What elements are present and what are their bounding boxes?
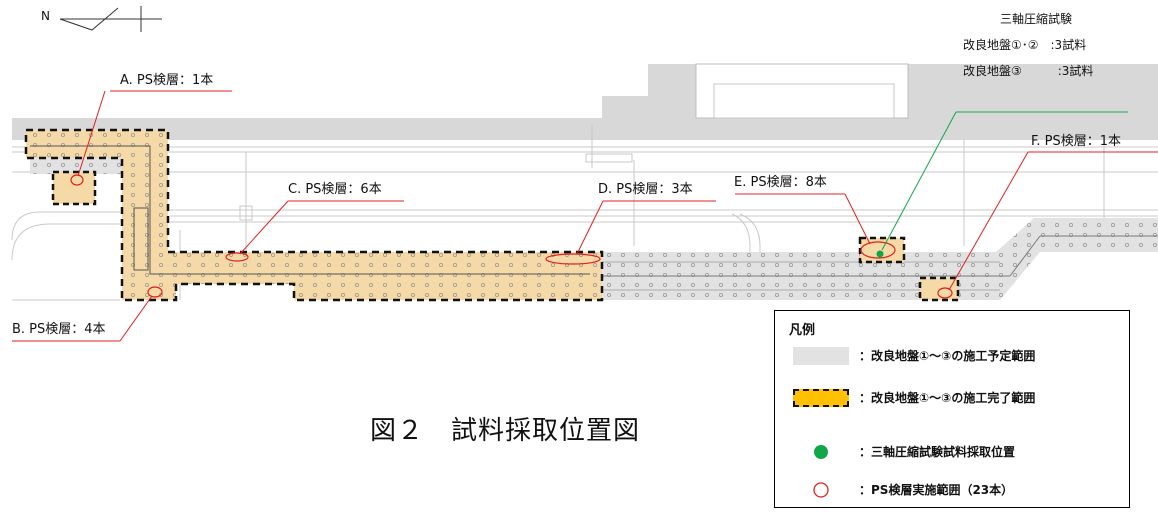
leader-lines: [12, 90, 1158, 342]
figure-caption: 図２ 試料採取位置図: [370, 416, 641, 446]
ps-marker-b: [147, 286, 163, 298]
sample-point-icon: [814, 445, 828, 459]
completed-swatch: [793, 389, 849, 407]
label-ps-d: D. PS検層：3本: [598, 182, 693, 197]
triaxial-row-2: 改良地盤③ :3試料: [963, 64, 1094, 78]
ps-marker-icon: [813, 482, 829, 498]
legend-item-completed: ：改良地盤①～③の施工完了範囲: [775, 387, 1129, 409]
legend-item-planned: ：改良地盤①～③の施工予定範囲: [775, 345, 1129, 367]
triaxial-title: 三軸圧縮試験: [1000, 12, 1073, 26]
legend: 凡例 ：改良地盤①～③の施工予定範囲 ：改良地盤①～③の施工完了範囲 ：三軸圧縮…: [774, 310, 1130, 508]
label-ps-f: F. PS検層：1本: [1031, 134, 1122, 149]
triaxial-leader: [881, 111, 1128, 251]
legend-text-ps: ：PS検層実施範囲（23本）: [859, 483, 1014, 497]
legend-text-completed: ：改良地盤①～③の施工完了範囲: [859, 391, 1036, 405]
ps-marker-d: [545, 253, 601, 265]
legend-text-sample: ：三軸圧縮試験試料採取位置: [859, 445, 1016, 459]
north-arrow: [59, 6, 162, 32]
ps-marker-c: [225, 252, 249, 262]
building-outline: [12, 63, 1158, 140]
label-ps-b: B. PS検層：4本: [12, 322, 106, 337]
label-ps-a: A. PS検層：1本: [120, 73, 214, 88]
triaxial-row-1: 改良地盤①･② :3試料: [963, 38, 1087, 52]
label-ps-c: C. PS検層：6本: [288, 182, 382, 197]
label-ps-e: E. PS検層：8本: [734, 175, 827, 190]
ps-marker-e: [860, 241, 896, 259]
ps-marker-a: [70, 174, 84, 186]
legend-text-planned: ：改良地盤①～③の施工予定範囲: [859, 349, 1036, 363]
triaxial-sample-point: [876, 250, 884, 258]
legend-title: 凡例: [789, 323, 816, 338]
north-label: N: [41, 9, 50, 23]
legend-item-ps: ：PS検層実施範囲（23本）: [775, 479, 1129, 501]
planned-swatch: [793, 347, 849, 365]
ps-markers: [70, 174, 953, 299]
ps-marker-f: [937, 287, 953, 299]
legend-item-sample: ：三軸圧縮試験試料採取位置: [775, 441, 1129, 463]
